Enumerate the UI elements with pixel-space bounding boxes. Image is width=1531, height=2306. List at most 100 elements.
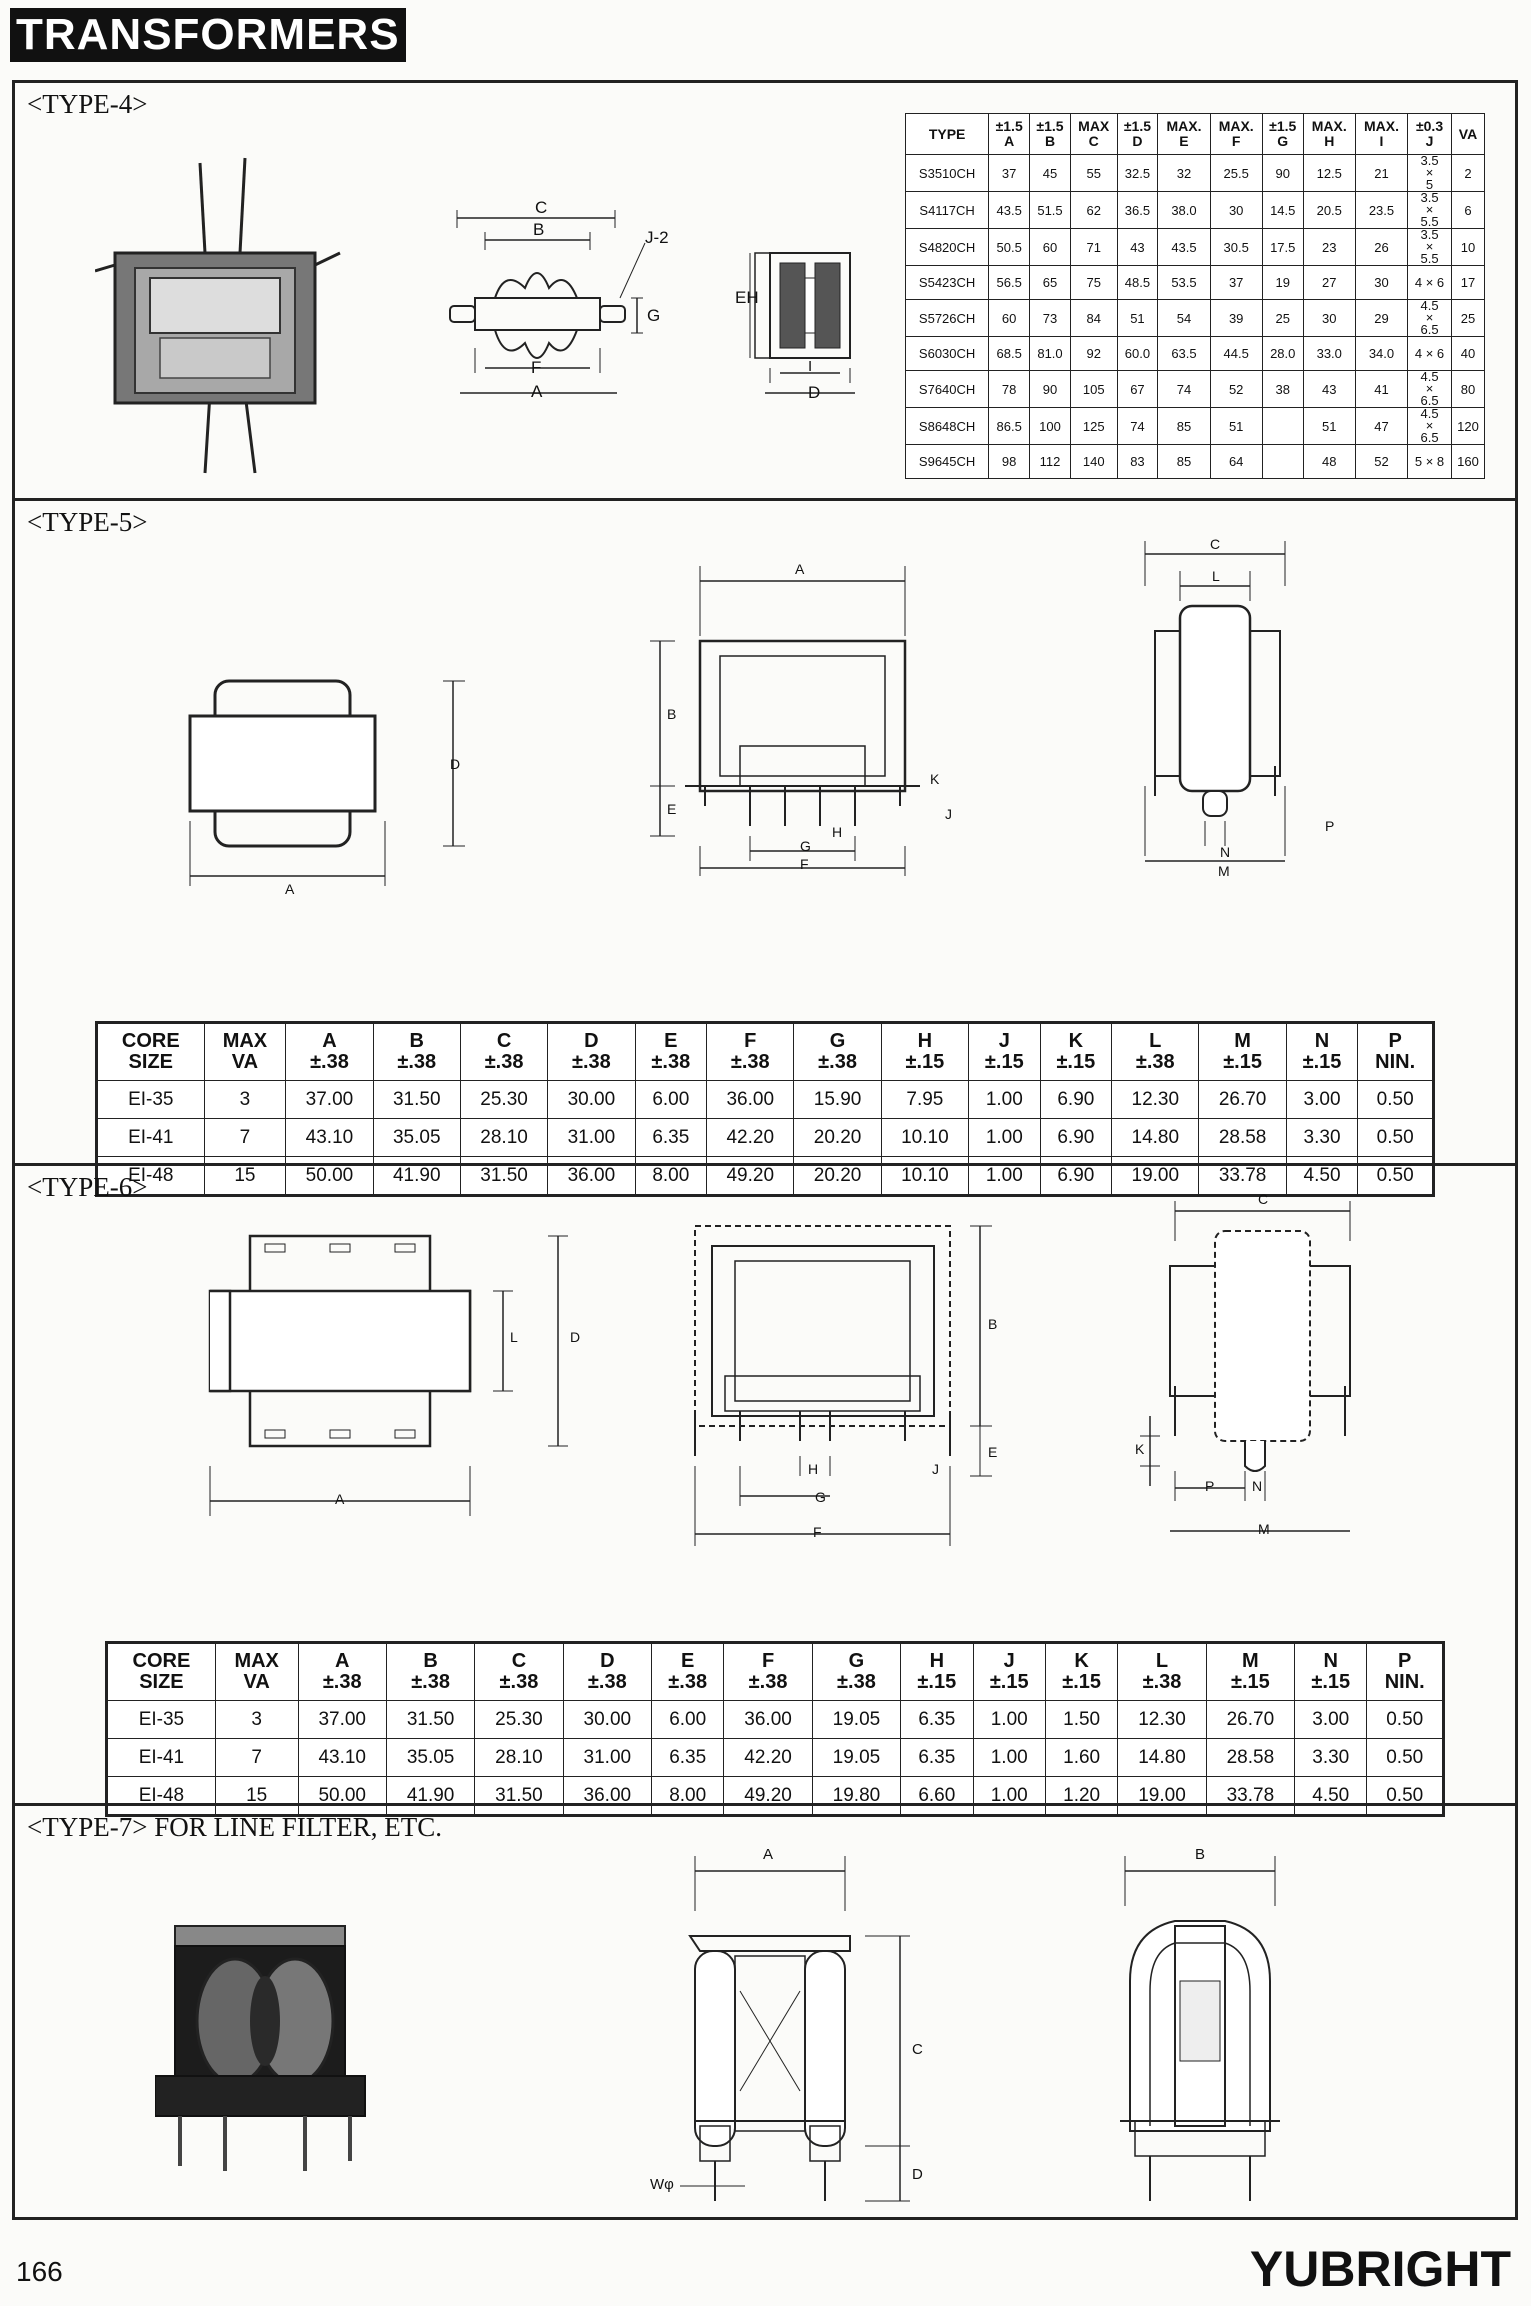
header-bottom: ±.38 [837,1671,876,1693]
dim-label-g: G [815,1489,826,1505]
table-cell: 38.0 [1157,191,1211,229]
header-bottom: A [1004,133,1015,149]
dim-label-eh: EH [735,288,759,307]
table-cell: 80 [1451,370,1485,408]
type5-header-cell: H±.15 [880,1022,970,1081]
table-cell: 4.50 [1285,1156,1359,1196]
table-cell: 15 [214,1776,299,1816]
header-bottom: SIZE [128,1051,173,1073]
table-cell: 4 × 6 [1407,336,1452,371]
table-cell: 26.70 [1198,1080,1287,1119]
table-cell: 0.50 [1366,1776,1444,1816]
dim-label-l: L [510,1329,518,1345]
table-cell: 120 [1451,407,1485,445]
header-bottom: ±.38 [322,1671,362,1693]
header-bottom: ±.15 [989,1671,1029,1693]
table-cell: 62 [1069,191,1118,229]
header-bottom: ±.38 [310,1051,349,1073]
table-cell: EI-48 [106,1776,216,1816]
type4-header-cell: TYPE [904,113,990,155]
table-cell: 6.35 [650,1738,725,1777]
table-cell: 27 [1302,265,1356,300]
header-top: F [761,1650,775,1672]
table-cell: 10.10 [880,1156,970,1196]
table-cell: 7.95 [880,1080,970,1119]
table-cell: 30.00 [547,1080,636,1119]
table-cell: 44.5 [1209,336,1263,371]
header-bottom: ±.38 [572,1051,611,1073]
header-bottom: ±.15 [1056,1051,1096,1073]
type5-front-drawing: A B E K J H G F [645,546,985,876]
type6-side-drawing: C K P N M [1115,1186,1375,1556]
table-cell: 100 [1029,407,1071,445]
table-cell: S3510CH [904,154,990,192]
header-bottom: ±.38 [651,1051,691,1073]
type5-section: <TYPE-5> D A [15,498,1515,1197]
header-top: L [1149,1030,1162,1052]
header-top: L [1155,1650,1169,1672]
table-cell: 23 [1302,228,1356,266]
type4-header-cell: VA [1451,113,1485,155]
table-cell: 60.0 [1116,336,1159,371]
type6-header-cell: D±.38 [562,1642,652,1701]
table-cell: 56.5 [988,265,1031,300]
table-cell: S7640CH [904,370,990,408]
type4-header-cell: MAX.E [1157,113,1211,155]
type5-header-cell: C±.38 [459,1022,549,1081]
table-cell: 63.5 [1157,336,1211,371]
table-cell: 0.50 [1357,1118,1434,1157]
table-cell: 3.00 [1294,1700,1368,1739]
type7-title: <TYPE-7> FOR LINE FILTER, ETC. [27,1812,442,1842]
type6-front-drawing: B E H J G F [680,1216,1000,1556]
header-top: ±1.5 [1269,118,1297,134]
table-cell: 10.10 [880,1118,970,1157]
dim-label-l: L [1212,568,1220,584]
header-top: K [1074,1650,1089,1672]
dim-label-e: E [988,1444,998,1460]
table-cell: 12.5 [1302,154,1356,192]
table-cell: 31.00 [547,1118,636,1157]
table-cell: 74 [1116,407,1159,445]
table-cell: 43.10 [285,1118,374,1157]
header-top: MAX [222,1030,268,1052]
header-bottom: F [1231,133,1241,149]
header-bottom: ±.38 [411,1671,450,1693]
page-number: 166 [16,2256,63,2287]
table-cell: 75 [1069,265,1118,300]
table-cell: EI-41 [96,1118,205,1157]
table-cell: 28.0 [1261,336,1304,371]
dim-label-a: A [285,881,295,897]
table-cell: 37 [1209,265,1263,300]
type5-title: <TYPE-5> [27,507,148,537]
table-cell: 20.5 [1302,191,1356,229]
header-top: N [1314,1030,1330,1052]
table-cell: 140 [1069,444,1118,479]
table-cell: 14.80 [1111,1118,1200,1157]
table-cell: 50.00 [297,1776,387,1816]
header-bottom: ±.15 [1311,1671,1351,1693]
header-top: A [335,1650,350,1672]
type6-header-cell: G±.38 [811,1642,902,1701]
table-cell: S4820CH [904,228,990,266]
header-bottom: ±.38 [587,1671,627,1693]
table-cell: 43 [1116,228,1159,266]
table-cell: 25.30 [474,1700,564,1739]
dim-label-f: F [813,1524,822,1540]
header-bottom: H [1324,133,1335,149]
dim-label-g: G [647,306,661,325]
table-cell: 48.5 [1116,265,1159,300]
header-top: E [664,1030,678,1052]
type5-header-cell: M±.15 [1198,1022,1287,1081]
header-top: P [1388,1030,1402,1052]
header-bottom: ±.15 [1302,1051,1342,1073]
type5-header-cell: N±.15 [1285,1022,1359,1081]
table-cell: 12.30 [1117,1700,1207,1739]
type4-front-drawing: C B J-2 G F A [445,198,715,438]
table-cell [1261,407,1304,445]
